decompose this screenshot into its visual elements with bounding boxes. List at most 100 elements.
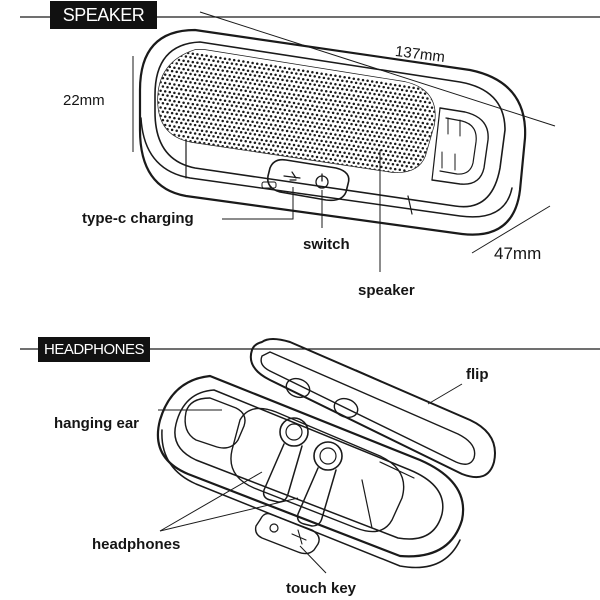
grill-dot: [189, 148, 192, 151]
grill-dot: [412, 137, 415, 140]
grill-dot: [247, 187, 250, 190]
grill-dot: [322, 101, 326, 105]
grill-dot: [237, 118, 241, 121]
grill-dot: [235, 105, 238, 108]
grill-dot: [186, 144, 190, 147]
grill-dot: [163, 50, 167, 51]
grill-dot: [380, 191, 383, 194]
grill-dot: [382, 85, 385, 89]
grill-dot: [370, 88, 374, 92]
grill-dot: [161, 76, 165, 80]
grill-dot: [366, 180, 369, 183]
grill-dot: [334, 108, 337, 111]
grill-dot: [269, 106, 273, 110]
grill-dot: [325, 191, 328, 194]
grill-dot: [421, 146, 425, 150]
grill-dot: [193, 107, 197, 110]
grill-dot: [283, 100, 287, 103]
grill-dot: [193, 90, 197, 93]
grill-dot: [262, 109, 266, 112]
grill-dot: [380, 208, 383, 211]
grill-dot: [242, 77, 245, 80]
grill-dot: [331, 145, 335, 148]
grill-dot: [246, 128, 250, 131]
grill-dot: [189, 97, 192, 101]
grill-dot: [400, 88, 404, 92]
grill-dot: [283, 125, 287, 129]
grill-dot: [295, 105, 298, 109]
grill-dot: [400, 105, 404, 109]
grill-dot: [242, 135, 245, 139]
grill-dot: [276, 170, 280, 173]
grill-dot: [341, 87, 344, 91]
grill-dot: [239, 72, 243, 75]
grill-dot: [423, 100, 427, 104]
grill-dot: [159, 89, 162, 92]
grill-dot: [173, 74, 176, 78]
grill-dot: [318, 168, 321, 171]
grill-dot: [214, 64, 218, 67]
grill-dot: [219, 123, 222, 127]
grill-dot: [242, 60, 245, 63]
grill-dot: [341, 180, 344, 183]
grill-dot: [189, 55, 192, 59]
grill-dot: [373, 84, 376, 87]
grill-dot: [232, 159, 236, 163]
grill-dot: [155, 156, 158, 159]
grill-dot: [173, 116, 176, 120]
grill-dot: [260, 130, 264, 133]
grill-dot: [221, 161, 224, 165]
grill-dot: [180, 172, 183, 173]
grill-dot: [251, 78, 254, 82]
grill-dot: [350, 89, 353, 92]
grill-dot: [228, 83, 231, 86]
grill-dot: [219, 149, 222, 152]
grill-dot: [338, 83, 342, 87]
grill-dot: [364, 150, 367, 153]
grill-dot: [366, 146, 369, 150]
grill-dot: [228, 74, 231, 78]
grill-dot: [219, 73, 222, 77]
grill-dot: [419, 108, 422, 111]
grill-dot: [408, 187, 411, 190]
grill-dot: [276, 136, 280, 140]
grill-dot: [177, 109, 181, 112]
grill-dot: [184, 130, 188, 134]
grill-dot: [377, 127, 381, 130]
grill-dot: [430, 106, 434, 109]
grill-dot: [205, 138, 208, 142]
grill-dot: [362, 205, 365, 208]
grill-dot: [191, 136, 195, 139]
grill-dot: [173, 66, 176, 69]
grill-dot: [180, 146, 183, 150]
grill-dot: [357, 94, 360, 98]
grill-dot: [364, 108, 367, 111]
grill-dot: [433, 118, 435, 122]
grill-dot: [244, 72, 247, 76]
grill-dot: [200, 163, 204, 166]
grill-dot: [426, 190, 429, 193]
grill-dot: [290, 130, 293, 133]
grill-dot: [428, 194, 431, 197]
grill-dot: [215, 174, 218, 177]
grill-dot: [191, 86, 195, 89]
grill-dot: [242, 152, 245, 156]
grill-dot: [209, 156, 213, 159]
grill-dot: [265, 72, 268, 75]
grill-dot: [155, 55, 158, 58]
grill-dot: [422, 206, 425, 209]
grill-dot: [330, 191, 333, 194]
grill-dot: [228, 150, 231, 154]
grill-dot: [258, 133, 261, 137]
grill-dot: [315, 71, 319, 75]
grill-dot: [295, 131, 298, 134]
grill-dot: [249, 90, 252, 93]
grill-dot: [232, 126, 236, 129]
grill-dot: [359, 157, 362, 161]
grill-dot: [318, 134, 321, 138]
grill-dot: [304, 166, 307, 169]
grill-dot: [221, 111, 224, 114]
grill-dot: [196, 95, 199, 98]
grill-dot: [311, 154, 314, 158]
grill-dot: [216, 119, 220, 122]
